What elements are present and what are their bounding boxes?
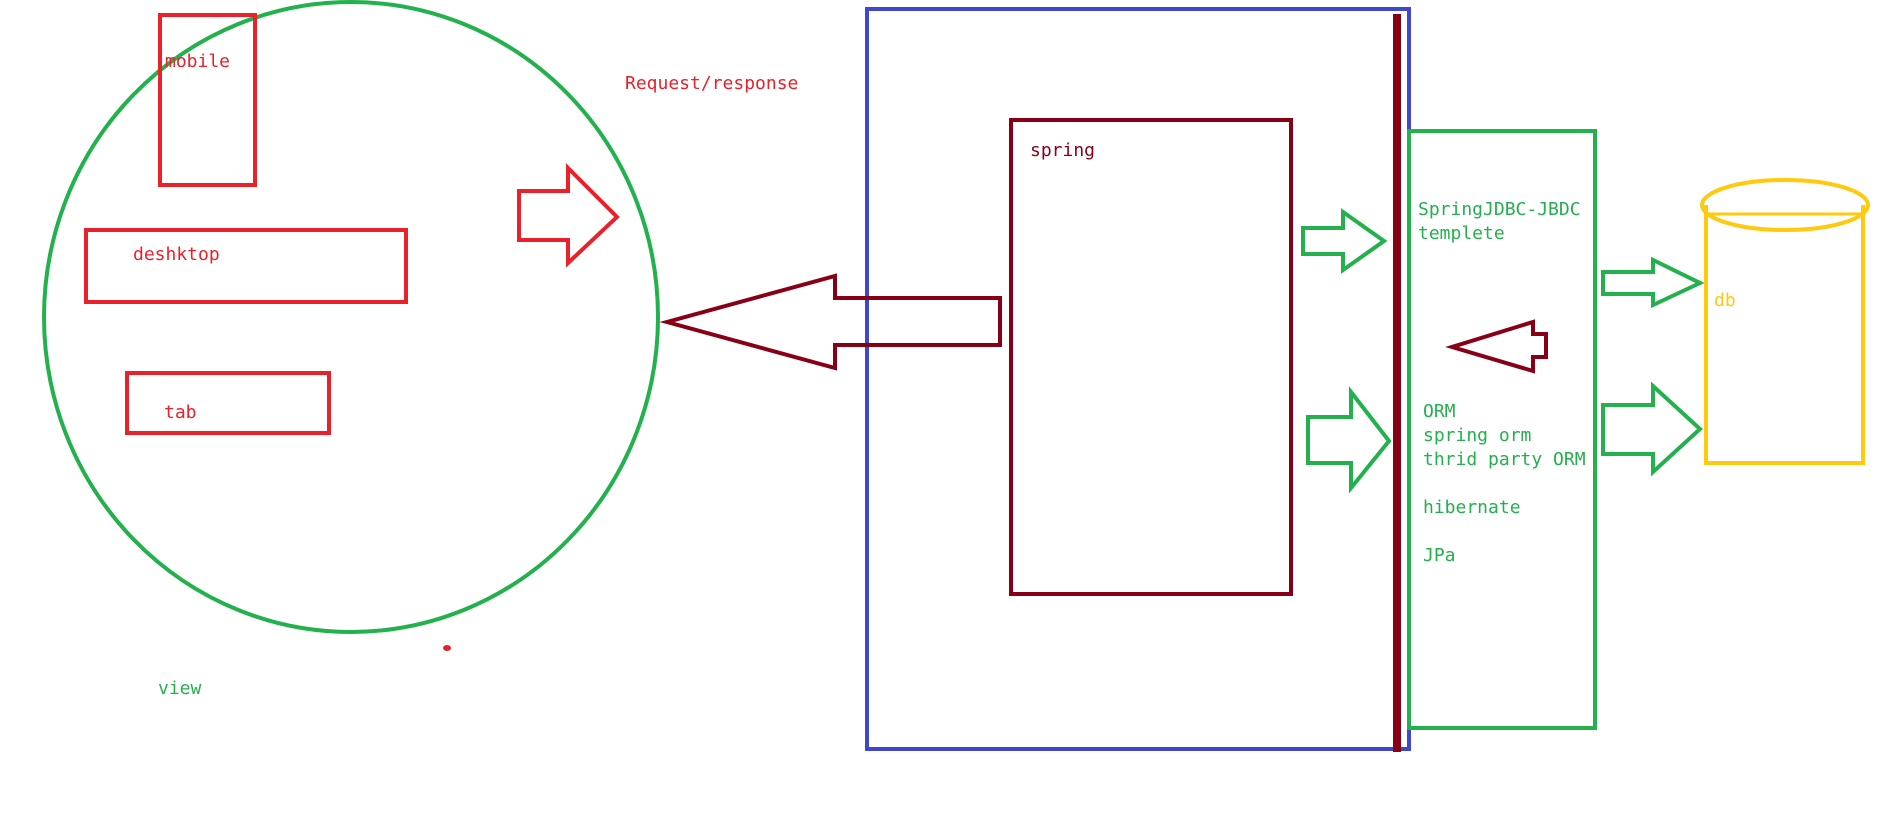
database-cylinder-top bbox=[1700, 178, 1870, 232]
mobile-box bbox=[158, 13, 257, 187]
orm-label: ORM bbox=[1423, 401, 1456, 422]
jpa-label: JPa bbox=[1423, 545, 1456, 566]
db-return-arrow bbox=[1445, 319, 1548, 374]
spring-label: spring bbox=[1030, 140, 1095, 161]
hibernate-label: hibernate bbox=[1423, 497, 1521, 518]
spring-box bbox=[1009, 118, 1293, 596]
request-response-label: Request/response bbox=[625, 73, 798, 94]
layer-separator bbox=[1393, 14, 1401, 752]
data-access-box bbox=[1407, 129, 1597, 730]
desktop-label: deshktop bbox=[133, 244, 220, 265]
view-circle bbox=[42, 0, 660, 634]
spring-orm-label: spring orm bbox=[1423, 425, 1531, 446]
third-party-orm-label: thrid party ORM bbox=[1423, 449, 1586, 470]
database-cylinder-body bbox=[1704, 205, 1865, 465]
mobile-label: mobile bbox=[165, 51, 230, 72]
tab-box bbox=[125, 371, 331, 435]
response-arrow bbox=[659, 273, 1002, 371]
tab-label: tab bbox=[164, 402, 197, 423]
db-label: db bbox=[1714, 290, 1736, 311]
database-cylinder bbox=[1700, 178, 1870, 465]
orm-to-db-arrow bbox=[1601, 381, 1703, 477]
red-dot bbox=[443, 645, 451, 651]
spring-to-jdbc-arrow bbox=[1301, 208, 1388, 274]
jdbc-label-line2: templete bbox=[1418, 223, 1505, 244]
request-arrow bbox=[517, 163, 620, 268]
desktop-box bbox=[84, 228, 408, 304]
spring-to-orm-arrow bbox=[1306, 386, 1392, 494]
jdbc-to-db-arrow bbox=[1601, 256, 1705, 309]
view-label: view bbox=[158, 678, 202, 699]
jdbc-label-line1: SpringJDBC-JBDC bbox=[1418, 199, 1581, 220]
